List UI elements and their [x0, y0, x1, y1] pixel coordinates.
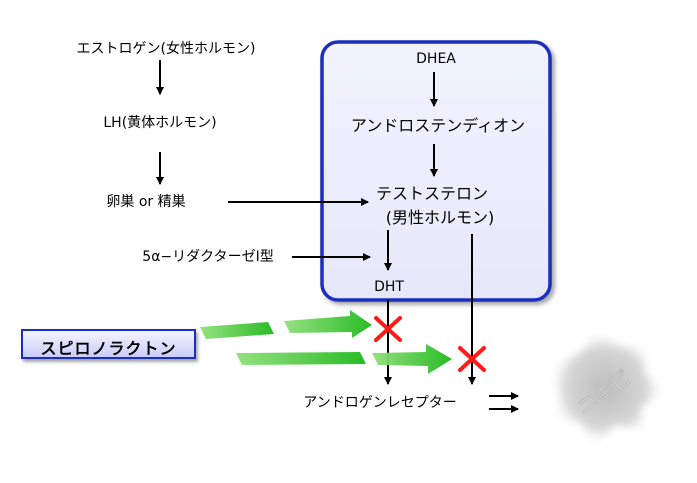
testosterone-note-label: (男性ホルモン): [385, 208, 495, 227]
spironolactone-label: スピロノラクトン: [40, 339, 177, 358]
acne-graphic: [548, 330, 664, 446]
dht-label: DHT: [374, 279, 404, 295]
adrenal-box: [320, 40, 552, 302]
block-mark-testosterone: [458, 346, 486, 372]
ovary-testis-label: 卵巣 or 精巣: [106, 194, 186, 210]
spironolactone-box: スピロノラクトン: [21, 329, 196, 359]
androgen-receptor-label: アンドロゲンレセプター: [303, 395, 457, 411]
androstenedione-label: アンドロステンディオン: [350, 116, 526, 135]
reductase-label: 5α−リダクターゼⅠ型: [142, 249, 274, 265]
estrogen-label: エストロゲン(女性ホルモン): [76, 41, 256, 57]
block-mark-dht: [374, 316, 402, 342]
testosterone-label: テストステロン: [375, 184, 489, 203]
lh-label: LH(黄体ホルモン): [103, 115, 217, 131]
green-arrow-upper: [200, 310, 372, 339]
dhea-label: DHEA: [416, 51, 456, 67]
green-arrow-lower: [236, 344, 452, 374]
